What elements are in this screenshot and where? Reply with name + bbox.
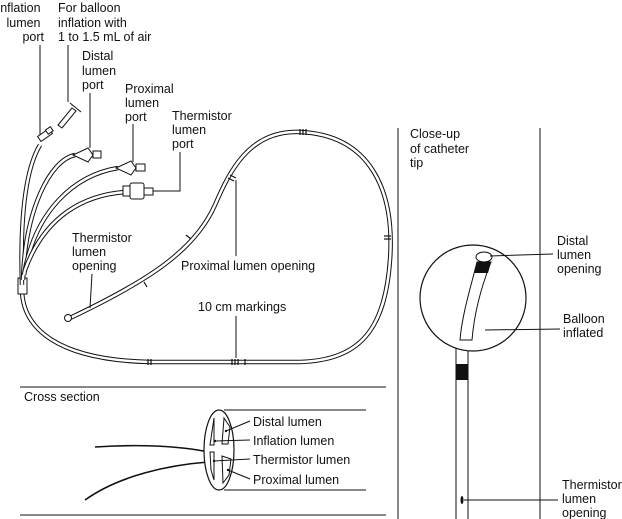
thermistor-port-thread	[143, 187, 154, 196]
ten-cm-markings-label: 10 cm markings	[198, 300, 286, 314]
catheter-tip	[64, 314, 72, 322]
thermistor-lumen-label: Thermistor lumen	[253, 453, 350, 467]
thermistor-port-hub	[129, 182, 145, 200]
thermistor-opening	[460, 496, 464, 504]
distal-lumen-port-label: Distal lumen port	[82, 49, 120, 92]
cm-markings	[143, 129, 391, 365]
closeup-thermistor-opening-label: Thermistor lumen opening	[562, 478, 622, 519]
balloon-inflated-label: Balloon inflated	[563, 312, 608, 340]
inflation-port	[36, 125, 54, 143]
distal-opening	[475, 251, 493, 263]
proximal-port-thread	[135, 163, 146, 172]
distal-lumen-opening-label: Distal lumen opening	[557, 234, 602, 276]
balloon-syringe	[57, 102, 82, 129]
distal-port-hub	[71, 147, 94, 163]
proximal-lumen-opening-label: Proximal lumen opening	[181, 259, 315, 273]
proximal-lumen-port-label: Proximal lumen port	[125, 82, 177, 124]
inflation-lumen-port-label: Inflation lumen port	[0, 1, 45, 44]
catheter-body	[17, 102, 393, 365]
closeup-title: Close-up of catheter tip	[410, 127, 473, 170]
leader-lines	[39, 45, 237, 358]
proximal-port-hub	[114, 160, 137, 176]
closeup-panel: Close-up of catheter tip Distal lumen op…	[397, 127, 622, 519]
thermistor-lumen-opening-label: Thermistor lumen opening	[72, 231, 135, 273]
distal-port-thread	[92, 150, 102, 159]
proximal-lumen-label: Proximal lumen	[253, 473, 339, 487]
balloon-inflation-label: For balloon inflation with 1 to 1.5 mL o…	[58, 1, 151, 44]
thermistor-lumen-port-label: Thermistor lumen port	[172, 109, 235, 151]
inflation-lumen-label: Inflation lumen	[253, 434, 334, 448]
cross-section-title: Cross section	[24, 390, 100, 404]
marker-band	[456, 364, 468, 380]
distal-lumen-label: Distal lumen	[253, 415, 322, 429]
cross-section-panel: Cross section Distal lumen Inflation lum…	[20, 386, 386, 516]
